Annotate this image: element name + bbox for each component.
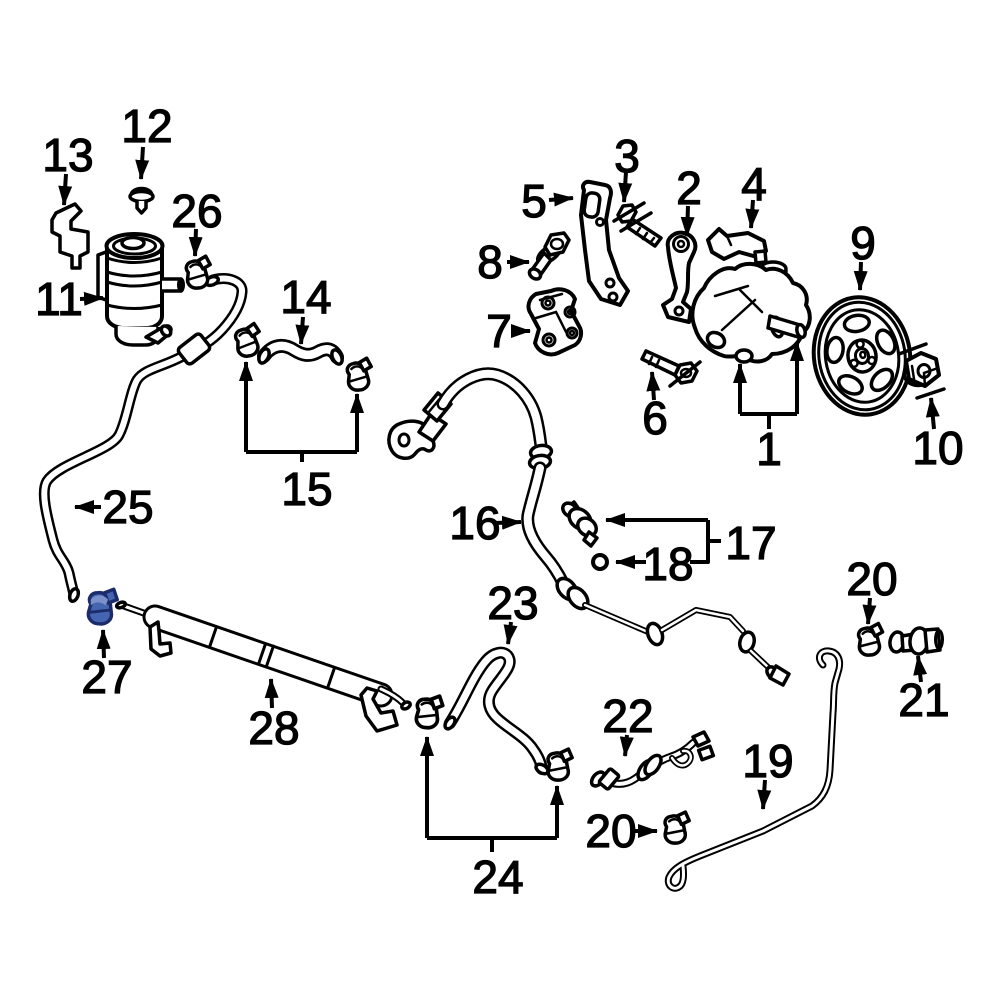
part-19-return-pipe [664,647,844,892]
part-24-clamp-b [544,747,576,783]
part-5-mounting-bracket [579,179,630,307]
callout-label-14: 14 [280,271,331,323]
part-14-connector-hose [257,338,344,366]
callout-label-17: 17 [725,517,776,569]
callout-label-13: 13 [42,129,93,181]
callout-label-19: 19 [742,735,793,787]
callout-label-21: 21 [898,674,949,726]
callout-label-1: 1 [756,423,782,475]
part-2-pump-bracket-arm [661,230,698,324]
callout-label-16: 16 [449,497,500,549]
part-16-pressure-hose [387,367,791,687]
part-18-o-ring [591,553,609,571]
part-20-clamp-upper [854,621,888,659]
callout-label-5: 5 [521,175,547,227]
part-22-branch-hose [589,730,716,791]
part-8-flange-bolt [527,231,571,281]
callout-label-3: 3 [614,130,640,182]
part-21-connector-fitting [888,626,944,656]
part-23-return-hose [443,646,550,776]
callout-label-24: 24 [472,851,523,903]
part-3-bolt [612,201,663,248]
part-13-reservoir-bracket [50,202,90,270]
part-12-reservoir-cap [128,186,155,215]
callout-label-15: 15 [281,463,332,515]
part-27-retainer-clip [86,587,119,626]
callout-label-26: 26 [171,185,222,237]
part-6-bolt [640,349,702,388]
callout-labels: 1 2 3 4 5 6 7 8 9 10 11 12 13 14 15 16 1… [34,99,964,903]
callout-label-27: 27 [81,651,132,703]
part-15-clamp-b [343,355,377,394]
part-24-clamp-a [414,694,445,730]
callout-label-10: 10 [912,422,963,474]
part-11-reservoir [96,232,185,347]
callout-label-22: 22 [602,690,653,742]
part-9-pump-pulley [811,295,913,417]
callout-label-2: 2 [676,162,702,214]
callout-label-23: 23 [487,577,538,629]
part-28-oil-cooler-pipe [114,600,412,733]
callout-label-12: 12 [121,100,172,152]
callout-label-28: 28 [248,702,299,754]
part-25-suction-hose [38,273,248,604]
callout-label-25: 25 [102,481,153,533]
callout-label-18: 18 [642,538,693,590]
part-10-pulley-nut [897,342,946,400]
part-1-pump-assembly [690,260,812,364]
part-17-inlet-fitting [561,500,599,548]
callout-label-7: 7 [486,305,512,357]
callout-label-6: 6 [642,392,668,444]
callout-label-20-lower: 20 [585,805,636,857]
part-20-clamp-lower [661,810,693,846]
part-4-pump-stay-bracket [706,227,768,265]
callout-label-20-upper: 20 [846,553,897,605]
callout-label-4: 4 [741,158,767,210]
callout-label-8: 8 [477,236,503,288]
part-7-mount-block [526,287,584,357]
callout-label-11: 11 [35,273,83,325]
callout-arrows [58,146,940,852]
callout-label-9: 9 [850,217,876,269]
